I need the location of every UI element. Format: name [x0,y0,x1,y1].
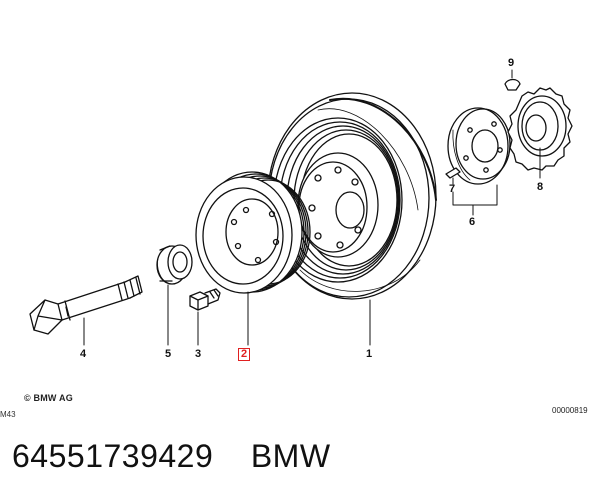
central-bolt-part-4 [29,275,143,346]
belt-pulley-part-2 [195,171,311,346]
vibration-damper-part-1 [267,92,437,300]
hex-bolt-part-3 [189,288,221,346]
part-caption: 64551739429 BMW [12,438,331,474]
key-part-9 [504,69,521,91]
callout-2-highlighted[interactable]: 2 [238,348,251,361]
engine-tag: M43 [0,410,16,419]
woodruff-key-part-7 [445,167,461,185]
callout-3[interactable]: 3 [195,348,202,360]
callout-1[interactable]: 1 [366,348,373,360]
hub-flange-part-6 [447,107,511,216]
callout-7[interactable]: 7 [449,183,456,195]
callout-4[interactable]: 4 [80,348,87,360]
spacer-ring-part-5 [156,244,193,346]
diagram-number: 00000819 [552,406,588,415]
sprocket-part-8 [507,87,573,179]
callout-9[interactable]: 9 [508,57,515,69]
callout-8[interactable]: 8 [537,181,544,193]
copyright-notice: © BMW AG [24,393,73,403]
callout-6[interactable]: 6 [469,216,476,228]
callout-5[interactable]: 5 [165,348,172,360]
